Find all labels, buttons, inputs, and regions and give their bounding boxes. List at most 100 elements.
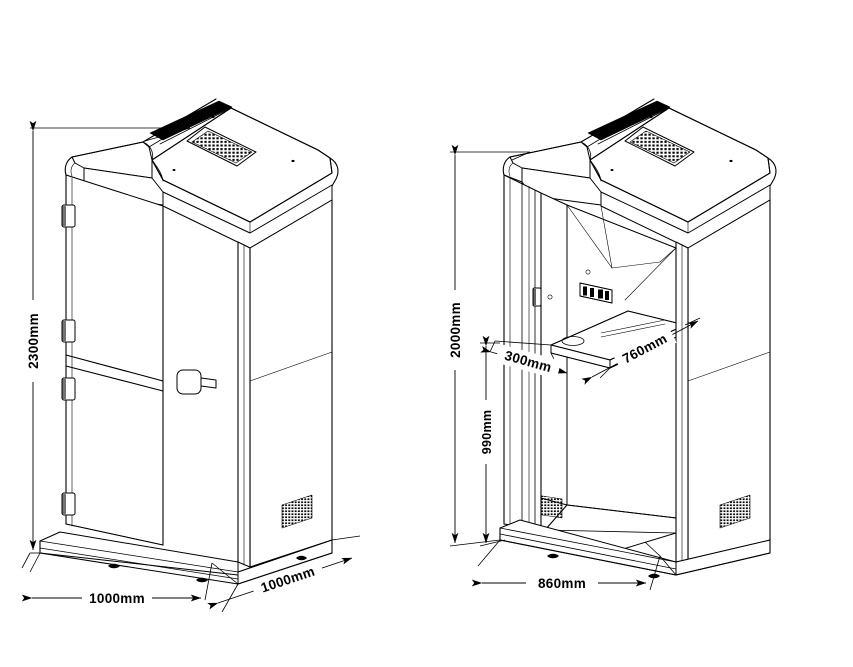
door-hinge-4-knuckle xyxy=(62,494,66,514)
roof-ridge-shadow-open-outline xyxy=(587,100,671,141)
roof-screw-3-open xyxy=(610,169,614,171)
roof-vent-grille-open xyxy=(624,126,695,167)
floor-front-edge xyxy=(544,529,677,534)
door-mid-rail-bottom xyxy=(65,365,164,392)
dim-label-height-2300: 2300mm xyxy=(26,313,41,369)
base-vent-perforations xyxy=(282,495,312,528)
door-bottom-rail xyxy=(65,523,164,546)
base-right-rail-top-open xyxy=(675,539,771,563)
ceiling-corner-line-c xyxy=(600,205,613,269)
base-right-rail-bottom-open xyxy=(675,552,771,576)
ceiling-corner-line-e xyxy=(611,261,661,269)
booth-front-jamb-post xyxy=(675,241,689,568)
roof-corner-right xyxy=(329,157,339,187)
door-glass-panel xyxy=(65,174,164,546)
door-handle[interactable] xyxy=(176,369,217,395)
roof-ridge-line-b xyxy=(148,103,221,148)
view-closed-door: 2300mm 1000mm 1000mm xyxy=(21,98,361,613)
dim-label-height-990: 990mm xyxy=(480,410,494,455)
roof-vent-inner-outline-open xyxy=(629,130,691,164)
view-open-door: 2000mm 990mm 300mm 760mm xyxy=(444,98,777,593)
leveling-foot-1 xyxy=(108,563,120,569)
base-vent-grille-right xyxy=(281,494,313,529)
booth-front-corner-post xyxy=(237,241,251,568)
ceiling-corner-line-d xyxy=(659,247,677,263)
booth-base-frame-open xyxy=(499,519,771,579)
roof-left-edge-top-open xyxy=(509,141,582,158)
base-vent-perforations-open xyxy=(720,495,750,528)
base-vent-outline-open xyxy=(719,494,751,529)
base-front-rail-mid-open xyxy=(499,533,677,570)
roof-screw-1-open xyxy=(649,115,653,119)
roof-screw-1 xyxy=(211,115,215,119)
roof-ridge-line-open-c xyxy=(597,107,670,145)
door-handle-body[interactable] xyxy=(176,369,202,395)
door-hinge-3-knuckle xyxy=(62,379,66,399)
booth-right-side-panel-open xyxy=(687,199,771,568)
dim-text-mask-w1000 xyxy=(82,588,152,608)
ceiling-corner-line-b xyxy=(624,247,677,301)
roof-ridge-shadow-open xyxy=(588,101,670,140)
roof-vent-grille xyxy=(186,126,257,167)
leveling-foot-1-open xyxy=(547,553,559,559)
dim-label-height-2000: 2000mm xyxy=(448,302,463,358)
ext-line-h2000-bottom xyxy=(449,539,501,547)
interior-vent-perforations xyxy=(536,495,562,518)
ext-line-w860-right-2 xyxy=(649,555,661,591)
roof-ridge-line-open-a xyxy=(580,98,655,143)
dim-text-mask-w760 xyxy=(612,325,677,372)
roof-ridge-shadow xyxy=(150,101,232,140)
socket-outlet-2 xyxy=(590,288,594,297)
dim-text-mask-990 xyxy=(476,400,496,464)
roof-left-edge-top xyxy=(71,141,144,158)
ext-line-width-left-2 xyxy=(29,552,41,573)
roof-deck-back-edge-open xyxy=(589,107,769,161)
floor-back-edge xyxy=(566,504,677,519)
door-hinge-1-knuckle xyxy=(62,206,66,226)
socket-outlet-3 xyxy=(598,289,603,299)
roof-deck-back-edge xyxy=(151,107,331,161)
base-front-rail-top-open xyxy=(499,527,677,563)
dimensions-closed-door-view: 2300mm 1000mm 1000mm xyxy=(21,120,361,613)
roof-ridge-line-a xyxy=(142,98,217,143)
socket-outlet-4 xyxy=(605,291,609,300)
roof-vent-perforations-open xyxy=(630,131,690,163)
roof-ridge-line-c xyxy=(159,107,232,145)
power-socket-panel xyxy=(579,282,613,304)
dim-text-mask-d1000 xyxy=(250,559,325,600)
booth-roof xyxy=(64,98,339,249)
roof-screw-3 xyxy=(172,169,176,171)
ext-line-d300-a xyxy=(494,340,552,346)
door-hinge-2-knuckle xyxy=(62,321,66,341)
door-handle-shank xyxy=(200,377,217,389)
wall-fixing-screw-1 xyxy=(585,269,591,275)
ext-line-width-left xyxy=(21,552,31,569)
dim-text-mask-2000 xyxy=(444,290,466,370)
ext-line-depth-far xyxy=(331,535,361,541)
base-front-rail-bottom-open xyxy=(499,539,677,576)
roof-corner-right-open xyxy=(767,157,777,187)
ext-line-h2000-top xyxy=(450,151,531,161)
booth-roof-open xyxy=(502,98,777,249)
roof-vent-perforations xyxy=(192,131,252,163)
booth-door-closed xyxy=(61,174,217,546)
dim-label-width-860: 860mm xyxy=(538,576,586,591)
ext-line-height-top xyxy=(30,127,191,142)
base-vent-grille-right-open xyxy=(719,494,751,529)
ext-line-h990-bottom xyxy=(479,539,506,547)
socket-panel-outline xyxy=(579,282,613,304)
dim-label-width-1000: 1000mm xyxy=(89,591,145,606)
dim-text-mask-d300 xyxy=(494,343,562,380)
socket-outlet-1 xyxy=(583,286,587,296)
booth-interior xyxy=(535,192,686,557)
roof-ridge-line-open-b xyxy=(586,103,659,148)
base-vent-outline xyxy=(281,494,313,529)
side-panel-seam-open xyxy=(687,351,771,382)
dim-text-mask-w860 xyxy=(526,573,598,593)
ceiling-corner-line-a xyxy=(566,204,613,269)
roof-deck-right-edge-open xyxy=(767,157,771,174)
booth-right-side-panel xyxy=(249,199,333,568)
roof-deck-right-edge xyxy=(329,157,333,174)
